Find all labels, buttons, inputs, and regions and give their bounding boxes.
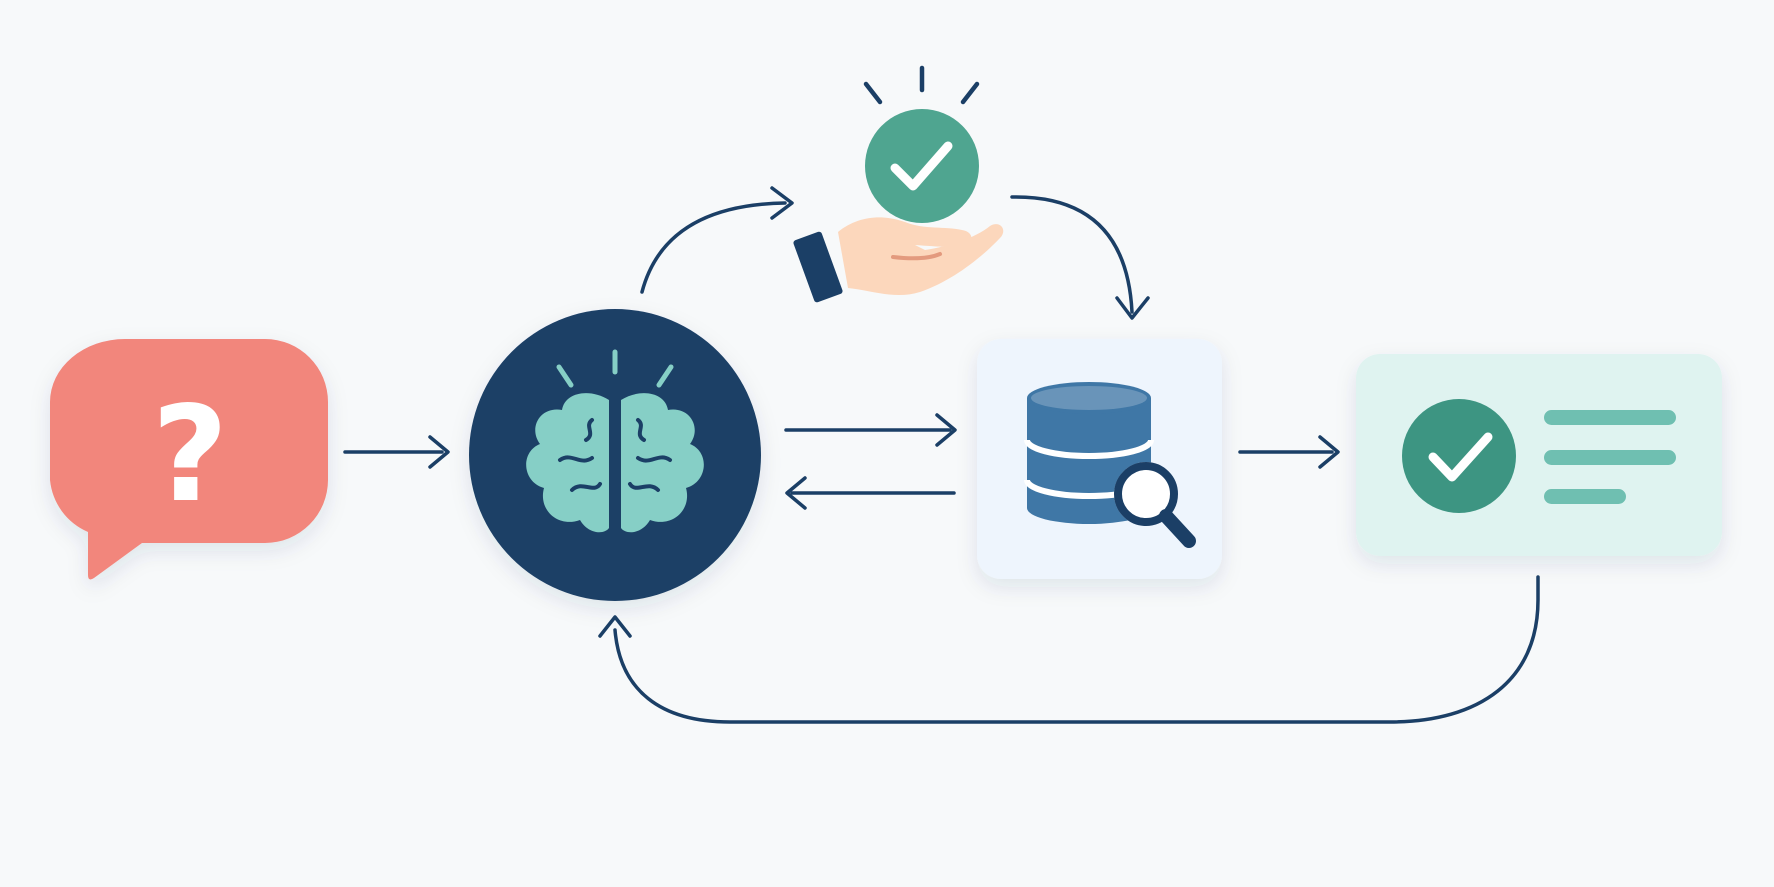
sleeve-cuff (793, 231, 843, 303)
arrow-brain-to-database (784, 413, 957, 447)
check-mark (890, 141, 953, 191)
arrow-database-to-brain (785, 476, 956, 510)
result-line-3 (1544, 489, 1626, 504)
result-line-2 (1544, 450, 1676, 465)
database-node (977, 339, 1222, 579)
result-check-mark (1428, 432, 1493, 482)
result-check-card-icon (1402, 399, 1676, 513)
arrows (343, 186, 1540, 724)
question-bubble-shape (50, 339, 328, 580)
arrow-validated-to-database (1010, 195, 1150, 320)
arrow-result-loop-to-brain (598, 575, 1540, 724)
check-circle (865, 109, 979, 223)
question-mark: ? (152, 378, 229, 532)
arrow-question-to-brain (343, 435, 450, 469)
validated-answer-node (793, 65, 1004, 303)
database-search-icon (1024, 382, 1196, 548)
question-bubble-icon (50, 339, 328, 580)
hand-check-icon (793, 109, 1004, 303)
question-bubble-node: ? (50, 339, 328, 580)
brain-circle (469, 309, 761, 601)
palm-crease (891, 252, 942, 261)
result-check-circle (1402, 399, 1516, 513)
arrow-database-to-result (1238, 435, 1340, 469)
result-node (1356, 354, 1722, 556)
brain-node (469, 309, 761, 601)
light-rays (863, 65, 980, 105)
result-line-1 (1544, 410, 1676, 425)
brain-icon (526, 349, 704, 533)
arrow-brain-to-validated (640, 186, 794, 294)
